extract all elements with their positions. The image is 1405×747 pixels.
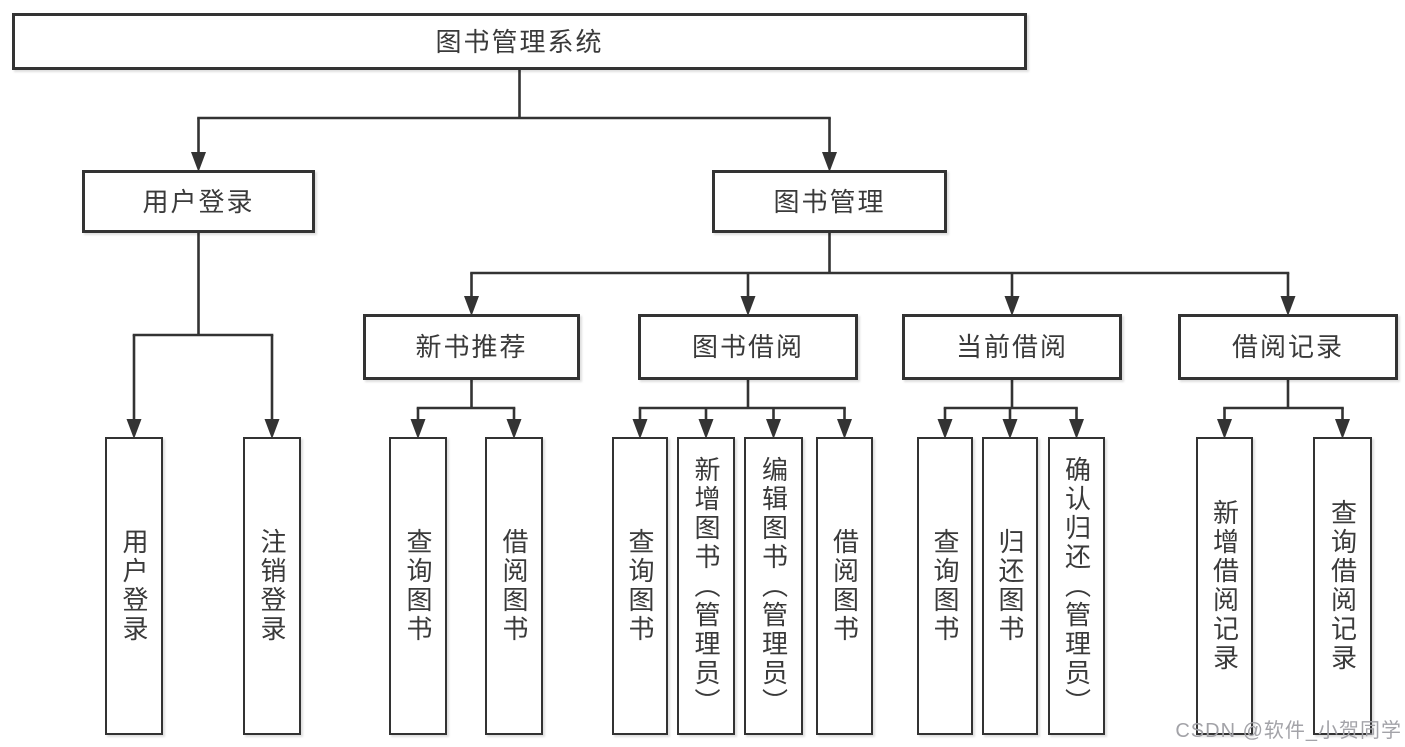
node-cb-confirm: 确认归还（管理员） [1048,437,1105,735]
node-bb-query: 查询图书 [612,437,668,735]
node-bb-borrow: 借阅图书 [816,437,873,735]
node-bb-edit: 编辑图书（管理员） [744,437,803,735]
node-label: 图书管理 [773,186,886,217]
node-user-login: 用户登录 [82,170,315,233]
node-label: 借阅记录 [1231,332,1344,362]
node-label: 归还图书 [995,528,1025,644]
node-book-borrow: 图书借阅 [638,314,858,380]
node-label: 查询借阅记录 [1327,499,1358,673]
node-label: 编辑图书（管理员） [758,455,789,717]
node-new-books: 新书推荐 [363,314,580,380]
node-label: 借阅图书 [829,528,860,644]
node-label: 借阅图书 [499,528,529,644]
node-label: 用户登录 [142,186,255,217]
node-label: 图书借阅 [691,332,804,362]
node-br-add: 新增借阅记录 [1196,437,1253,735]
node-label: 注销登录 [257,528,287,644]
watermark: CSDN @软件_小贺同学 [1175,720,1402,742]
node-root: 图书管理系统 [12,13,1027,70]
node-label: 查询图书 [930,528,960,644]
node-borrow-records: 借阅记录 [1178,314,1398,380]
node-logout: 注销登录 [243,437,301,735]
node-label: 图书管理系统 [435,26,604,57]
node-label: 用户登录 [119,528,149,644]
node-bb-add: 新增图书（管理员） [677,437,735,735]
node-login: 用户登录 [105,437,163,735]
node-cb-return: 归还图书 [982,437,1038,735]
node-br-query: 查询借阅记录 [1313,437,1372,735]
node-nb-query: 查询图书 [389,437,447,735]
node-label: 查询图书 [625,528,655,644]
node-label: 确认归还（管理员） [1061,455,1092,717]
node-cb-query: 查询图书 [917,437,973,735]
node-label: 查询图书 [403,528,433,644]
node-label: 新增图书（管理员） [691,455,721,717]
node-current-borrow: 当前借阅 [902,314,1122,380]
node-book-mgmt: 图书管理 [712,170,947,233]
node-label: 新增借阅记录 [1209,499,1240,673]
node-label: 当前借阅 [955,332,1068,362]
node-nb-borrow: 借阅图书 [485,437,543,735]
node-label: 新书推荐 [415,332,528,362]
